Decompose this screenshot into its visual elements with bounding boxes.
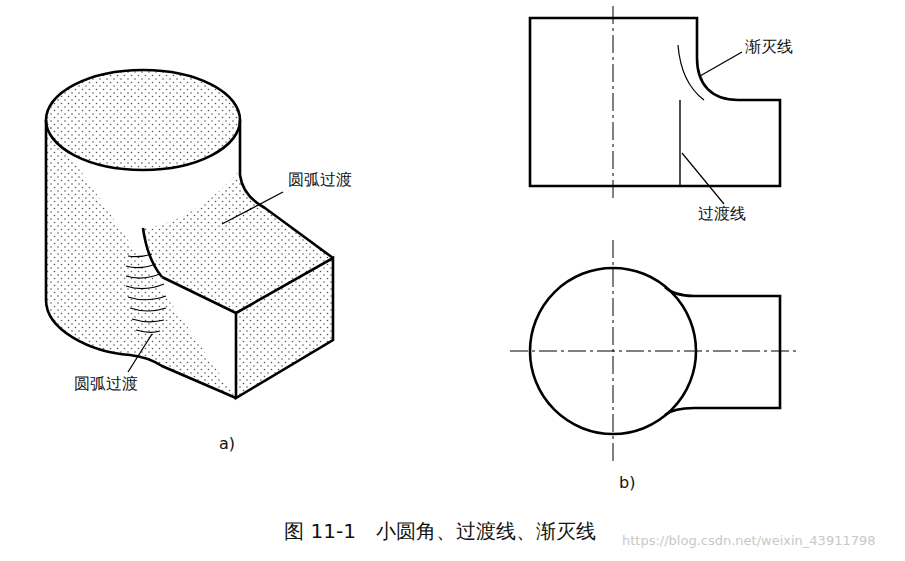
callout-label: 圆弧过渡: [288, 170, 352, 189]
view-label: b): [619, 473, 635, 492]
front-view: [530, 6, 780, 204]
callout-label: 圆弧过渡: [74, 374, 138, 393]
watermark: https://blog.csdn.net/weixin_43911798: [622, 533, 876, 549]
iso-view: [46, 70, 333, 398]
callout-label: 过渡线: [698, 204, 746, 223]
callout-label: 渐灭线: [745, 37, 793, 56]
figure-caption: 图 11-1 小圆角、过渡线、渐灭线: [284, 519, 596, 543]
view-label: a): [219, 434, 235, 453]
top-view: [510, 240, 798, 462]
